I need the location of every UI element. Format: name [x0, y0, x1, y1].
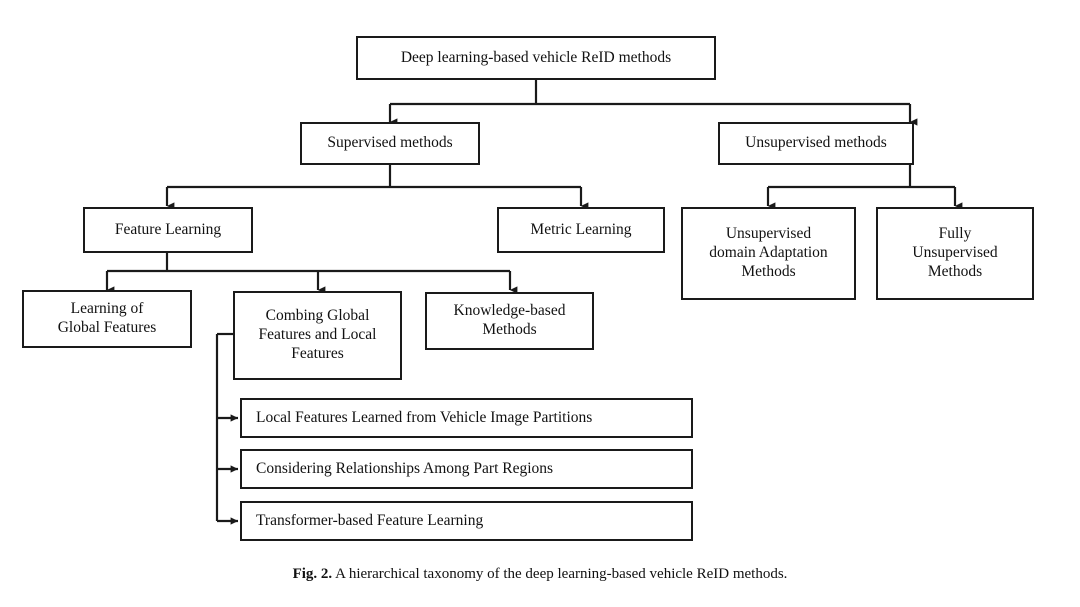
node-local-features-from-image-partitions[interactable]: Local Features Learned from Vehicle Imag… [240, 398, 693, 438]
node-supervised-methods[interactable]: Supervised methods [300, 122, 480, 165]
node-knowledge-based-methods[interactable]: Knowledge-based Methods [425, 292, 594, 350]
node-learning-of-global-features[interactable]: Learning of Global Features [22, 290, 192, 348]
edge-feature-learning-children [105, 253, 518, 294]
figure-caption-text: A hierarchical taxonomy of the deep lear… [332, 566, 788, 582]
node-combing-global-and-local-features[interactable]: Combing Global Features and Local Featur… [233, 291, 402, 380]
node-transformer-based-feature-learning[interactable]: Transformer-based Feature Learning [240, 501, 693, 541]
edge-root-children [388, 80, 918, 126]
node-considering-relationships-among-part-regions[interactable]: Considering Relationships Among Part Reg… [240, 449, 693, 489]
node-feature-learning[interactable]: Feature Learning [83, 207, 253, 253]
edge-supervised-children [165, 165, 589, 210]
node-metric-learning[interactable]: Metric Learning [497, 207, 665, 253]
node-fully-unsupervised-methods[interactable]: Fully Unsupervised Methods [876, 207, 1034, 300]
node-unsupervised-methods[interactable]: Unsupervised methods [718, 122, 914, 165]
node-root[interactable]: Deep learning-based vehicle ReID methods [356, 36, 716, 80]
figure-label: Fig. 2. [292, 566, 333, 582]
edge-unsupervised-children [766, 165, 963, 210]
figure-caption: Fig. 2. A hierarchical taxonomy of the d… [0, 566, 1080, 583]
node-unsupervised-domain-adaptation-methods[interactable]: Unsupervised domain Adaptation Methods [681, 207, 856, 300]
